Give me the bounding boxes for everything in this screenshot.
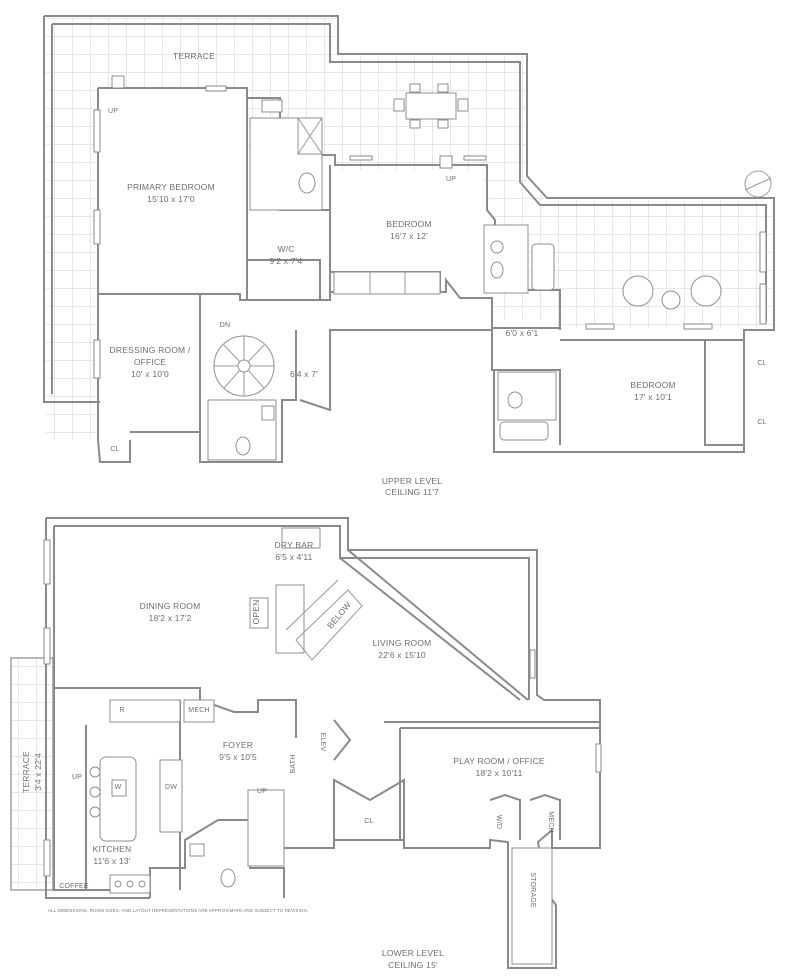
bedroom-bath-floor — [483, 224, 529, 294]
play-room-size: 18'2 x 10'11 — [475, 768, 523, 778]
foyer-label: FOYER — [222, 740, 254, 750]
primary-bedroom-size: 15'10 x 17'0 — [147, 194, 195, 204]
foyer-size: 9'5 x 10'5 — [219, 752, 257, 762]
dining-room-label: DINING ROOM — [139, 601, 201, 611]
wine-label: W — [114, 784, 122, 791]
wic-label: W/C — [277, 244, 295, 254]
bedroom-right-label: BEDROOM — [630, 380, 676, 390]
alcove-size: 6'0 x 6'1 — [505, 328, 539, 338]
lower-closet-label: CL — [364, 818, 374, 825]
terrace-chair-left — [622, 275, 654, 307]
closet-label-3: CL — [110, 446, 120, 453]
dishwasher-label: DW — [164, 784, 178, 791]
dry-bar-label: DRY BAR — [274, 540, 314, 550]
play-room-label: PLAY ROOM / OFFICE — [453, 756, 545, 766]
lower-mech-label: MECH — [547, 811, 554, 833]
living-room-size: 22'6 x 15'10 — [378, 650, 426, 660]
bath-label: BATH — [290, 754, 297, 774]
stair-down-label: DN — [219, 322, 231, 329]
kitchen-up-label: UP — [71, 774, 83, 781]
upper-up-label: UP — [107, 108, 119, 115]
lower-level-title: LOWER LEVEL — [381, 948, 445, 958]
terrace-up-label: UP — [445, 176, 457, 183]
dry-bar-size: 6'5 x 4'11 — [275, 552, 313, 562]
washer-dryer-label: W/D — [495, 814, 502, 830]
upper-level-title: UPPER LEVEL — [381, 476, 443, 486]
open-label: OPEN — [251, 599, 261, 625]
storage-room — [511, 847, 553, 965]
bedroom-center-label: BEDROOM — [386, 219, 432, 229]
lower-level-ceiling: CEILING 15' — [388, 960, 438, 970]
fireplace — [275, 584, 305, 654]
closet-label-1: CL — [757, 360, 767, 367]
kitchen-label: KITCHEN — [92, 844, 132, 854]
fridge-label: R — [119, 707, 125, 714]
terrace-dining-table — [405, 92, 457, 120]
coffee-label: COFFEE — [59, 883, 89, 890]
lower-terrace-size: 3'4 x 22'4 — [33, 753, 43, 791]
mech-label: MECH — [188, 707, 210, 714]
living-room-label: LIVING ROOM — [372, 638, 432, 648]
bedroom-center-size: 16'7 x 12' — [390, 231, 428, 241]
closet-label-2: CL — [757, 419, 767, 426]
main-stair — [247, 789, 285, 867]
dressing-room-label: DRESSING ROOM / — [109, 345, 191, 355]
compass-icon — [744, 170, 772, 198]
hall-size: 6'4 x 7' — [289, 369, 319, 379]
upper-terrace-label: TERRACE — [172, 51, 216, 61]
upper-level-plan — [43, 15, 775, 463]
dressing-room-size: 10' x 10'0 — [131, 369, 169, 379]
stair-up-label: UP — [256, 788, 268, 795]
upper-level-ceiling: CEILING 11'7 — [385, 487, 439, 497]
kitchen-island — [99, 756, 137, 842]
lower-level-plan — [10, 517, 602, 969]
bedroom-right-size: 17' x 10'1 — [634, 392, 672, 402]
disclaimer-text: ALL DIMENSIONS, ROOM SIZES, AND LAYOUT R… — [48, 908, 309, 913]
dressing-room-label-2: OFFICE — [133, 357, 167, 367]
elevator-label: ELEV — [319, 732, 326, 752]
wic-size: 9'2 x 7'4 — [269, 256, 303, 266]
lower-terrace-label: TERRACE — [21, 750, 31, 794]
kitchen-size: 11'6 x 13' — [93, 856, 131, 866]
primary-bedroom-label: PRIMARY BEDROOM — [127, 182, 215, 192]
terrace-chair-right — [690, 275, 722, 307]
dining-room-size: 18'2 x 17'2 — [148, 613, 192, 623]
storage-label: STORAGE — [529, 872, 536, 908]
